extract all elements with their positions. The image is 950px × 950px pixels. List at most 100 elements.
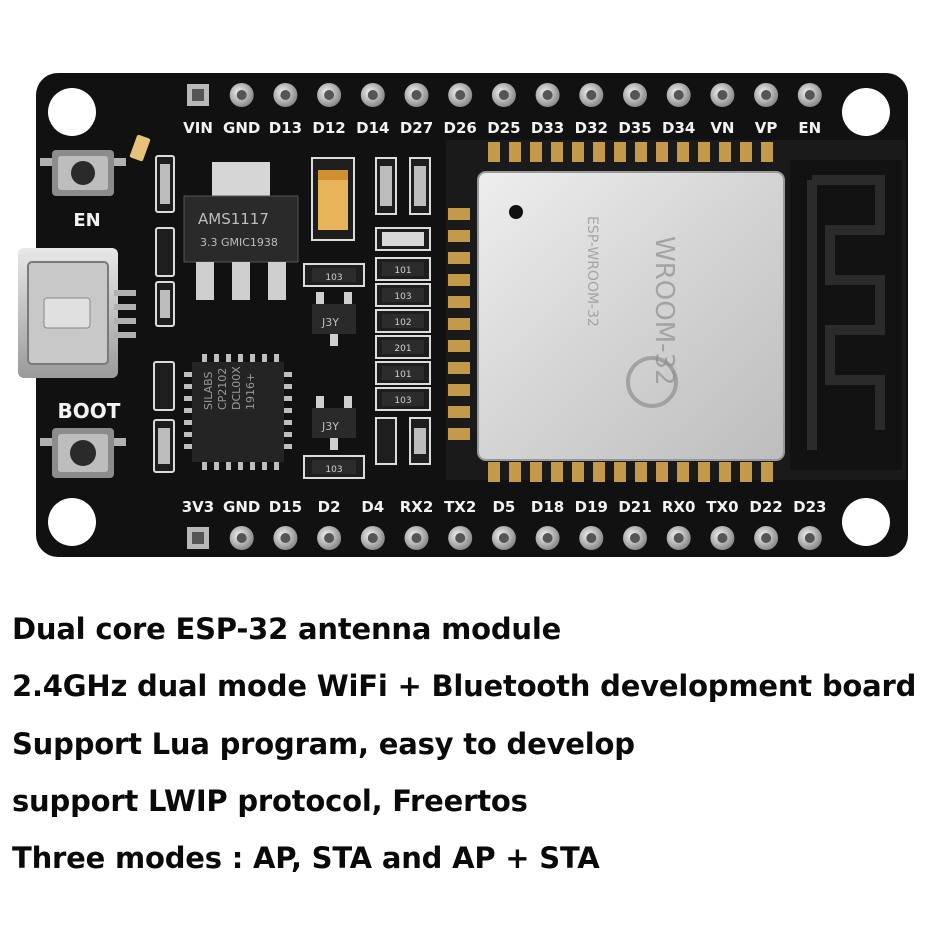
- resistor: 103: [303, 455, 365, 479]
- header-pin[interactable]: [187, 84, 209, 106]
- header-pin[interactable]: [754, 526, 779, 550]
- module-marking: ESP-WROOM-32: [584, 216, 600, 327]
- description-line: Dual core ESP-32 antenna module: [12, 612, 562, 646]
- pin-label: D26: [444, 119, 477, 137]
- pin-label: EN: [798, 119, 821, 137]
- header-pin[interactable]: [754, 83, 779, 107]
- resistor: 201: [375, 335, 431, 359]
- pin-label: RX2: [400, 498, 434, 516]
- header-pin[interactable]: [623, 83, 647, 107]
- pin-label: VN: [710, 119, 734, 137]
- resistor-code: 103: [325, 465, 342, 475]
- pin-label: D35: [618, 119, 651, 137]
- chip-line-2: CP2102: [216, 368, 229, 410]
- header-pin[interactable]: [404, 83, 429, 107]
- voltage-regulator: AMS1117 3.3 GMIC1938: [183, 162, 299, 300]
- boot-button-label: BOOT: [58, 399, 121, 423]
- pin-label: D4: [361, 498, 384, 516]
- pin-label: D22: [749, 498, 782, 516]
- pin-label: GND: [223, 119, 260, 137]
- module-shield: [477, 171, 785, 461]
- description-line: 2.4GHz dual mode WiFi + Bluetooth develo…: [12, 669, 917, 703]
- resistor: 103: [375, 387, 431, 411]
- mounting-hole: [842, 88, 890, 136]
- header-pin[interactable]: [317, 83, 342, 107]
- header-pin[interactable]: [360, 526, 385, 550]
- chip-line-4: 1916+: [244, 373, 257, 410]
- chip-line-3: DCL00X: [230, 366, 243, 410]
- pin-label: VP: [755, 119, 778, 137]
- resistor: 102: [375, 309, 431, 333]
- header-pin[interactable]: [491, 83, 516, 107]
- resistor-code: 101: [394, 266, 411, 276]
- en-button-label: EN: [73, 210, 100, 231]
- header-pin[interactable]: [229, 526, 254, 550]
- antenna: [790, 160, 902, 470]
- header-pin[interactable]: [797, 83, 822, 107]
- header-pin[interactable]: [710, 526, 735, 550]
- header-pin[interactable]: [623, 526, 647, 550]
- header-pin[interactable]: [229, 83, 254, 107]
- pin-label: GND: [223, 498, 260, 516]
- pin-label: D2: [318, 498, 341, 516]
- description-line: Support Lua program, easy to develop: [12, 727, 635, 761]
- pin-label: D34: [662, 119, 695, 137]
- pin-label: D12: [312, 119, 345, 137]
- transistor-label: J3Y: [321, 316, 339, 329]
- header-pin[interactable]: [666, 526, 691, 550]
- header-pin[interactable]: [187, 527, 209, 549]
- mounting-hole: [842, 498, 890, 546]
- mounting-hole: [48, 88, 96, 136]
- en-button[interactable]: [40, 150, 126, 196]
- description-line: support LWIP protocol, Freertos: [12, 784, 528, 818]
- header-pin[interactable]: [448, 83, 473, 107]
- header-pin[interactable]: [797, 526, 822, 550]
- regulator-line-2: 3.3 GMIC1938: [200, 236, 278, 249]
- espressif-logo: [626, 356, 678, 408]
- pin-label: RX0: [662, 498, 696, 516]
- micro-usb-port[interactable]: [18, 248, 136, 378]
- usb-uart-chip: SILABS CP2102 DCL00X 1916+: [184, 354, 292, 470]
- resistor-code: 201: [394, 344, 411, 354]
- header-pin[interactable]: [535, 83, 560, 107]
- boot-button[interactable]: [40, 428, 126, 478]
- resistor-code: 103: [394, 292, 411, 302]
- pin-label: D25: [487, 119, 520, 137]
- pin-label: D32: [575, 119, 608, 137]
- resistor: 101: [375, 257, 431, 281]
- pin-label: D15: [269, 498, 302, 516]
- header-pin[interactable]: [579, 83, 604, 107]
- pin-label: D13: [269, 119, 302, 137]
- esp32-module: WROOM-32 ESP-WROOM-32: [446, 140, 906, 482]
- capacitor: [375, 417, 397, 465]
- header-pin[interactable]: [448, 526, 473, 550]
- header-pin[interactable]: [491, 526, 516, 550]
- pin-label: D18: [531, 498, 564, 516]
- resistor: [375, 227, 431, 251]
- header-pin[interactable]: [666, 83, 691, 107]
- header-pin[interactable]: [273, 83, 298, 107]
- header-pin[interactable]: [404, 526, 429, 550]
- description-line: Three modes : AP, STA and AP + STA: [12, 841, 600, 875]
- pin-label: D14: [356, 119, 389, 137]
- pin-label: D33: [531, 119, 564, 137]
- mounting-hole: [48, 498, 96, 546]
- header-pin[interactable]: [535, 526, 560, 550]
- resistor-code: 103: [325, 273, 342, 283]
- header-pin[interactable]: [317, 526, 342, 550]
- header-pin[interactable]: [579, 526, 604, 550]
- header-pin[interactable]: [273, 526, 298, 550]
- pin-label: D19: [575, 498, 608, 516]
- pin-label: D21: [618, 498, 651, 516]
- pin-label: D27: [400, 119, 433, 137]
- pin-label: 3V3: [182, 498, 214, 516]
- regulator-line-1: AMS1117: [198, 210, 269, 228]
- header-pin[interactable]: [710, 83, 735, 107]
- header-pin[interactable]: [360, 83, 385, 107]
- pin-label: TX0: [706, 498, 738, 516]
- resistor-code: 103: [394, 396, 411, 406]
